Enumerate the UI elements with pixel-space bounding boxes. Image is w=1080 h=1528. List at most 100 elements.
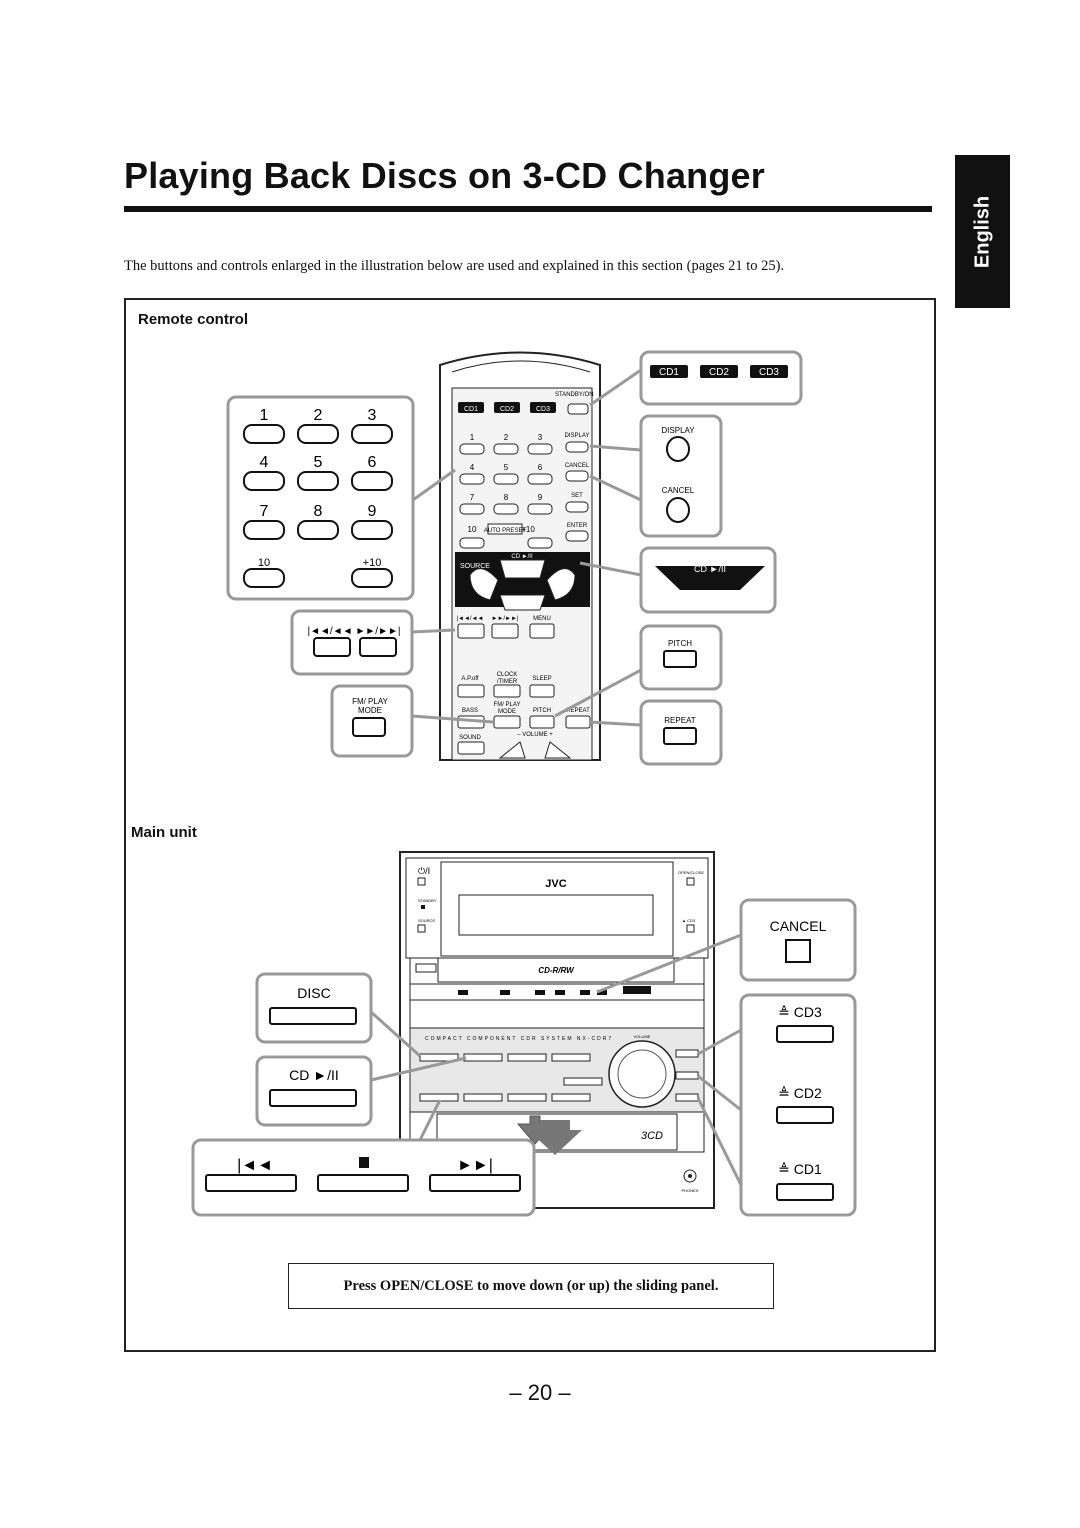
title-rule: [124, 206, 932, 212]
svg-text:9: 9: [368, 503, 377, 520]
svg-text:5: 5: [504, 463, 509, 472]
svg-text:REPEAT: REPEAT: [566, 708, 590, 714]
svg-text:CANCEL: CANCEL: [565, 463, 590, 469]
eject-cd3-label: ≜ CD3: [778, 1004, 822, 1020]
svg-text:OPEN/CLOSE: OPEN/CLOSE: [678, 870, 704, 875]
main-unit-section-label: Main unit: [131, 824, 197, 841]
svg-text:/TIMER: /TIMER: [497, 679, 518, 685]
remote-cd2-label: CD2: [500, 406, 514, 413]
svg-text:|◄◄/◄◄: |◄◄/◄◄: [308, 626, 353, 637]
svg-text:BASS: BASS: [462, 708, 478, 714]
cancel-main-label: CANCEL: [770, 918, 827, 934]
svg-text:MODE: MODE: [498, 709, 516, 715]
svg-text:STANDBY/ON: STANDBY/ON: [555, 392, 594, 398]
svg-text:PHONES: PHONES: [682, 1188, 699, 1193]
svg-text:5: 5: [314, 454, 323, 471]
remote-numpad: 1 2 3 4 5 6 7 8 9 10 +10 AUTO PRESET: [459, 433, 553, 549]
svg-text:CD ►/II: CD ►/II: [694, 564, 726, 574]
remote-menu: [529, 623, 555, 639]
remote-cd-play-button: [499, 559, 546, 579]
svg-text:+10: +10: [521, 525, 535, 534]
svg-text:2: 2: [314, 407, 323, 424]
svg-text:8: 8: [504, 493, 509, 502]
remote-right-column: DISPLAY CANCEL SET ENTER: [565, 433, 590, 542]
eject-cd1-label: ≜ CD1: [778, 1161, 822, 1177]
page-title: Playing Back Discs on 3-CD Changer: [124, 155, 765, 196]
svg-text:4: 4: [470, 463, 475, 472]
svg-text:9: 9: [538, 493, 543, 502]
svg-text:FM/ PLAY: FM/ PLAY: [352, 697, 389, 706]
remote-cd-buttons: CD1 CD2 CD3: [458, 402, 556, 413]
display-cancel-callout: [639, 414, 723, 538]
svg-text:1: 1: [470, 433, 475, 442]
main-3cd-logo: 3CD: [641, 1130, 663, 1142]
svg-text:►►|: ►►|: [457, 1157, 493, 1174]
svg-text:6: 6: [538, 463, 543, 472]
svg-text:10: 10: [468, 525, 477, 534]
disc-callout-label: DISC: [297, 985, 330, 1001]
numpad-callout: [226, 395, 415, 601]
svg-text:►►/►►|: ►►/►►|: [492, 616, 519, 622]
svg-text:PITCH: PITCH: [668, 639, 692, 648]
remote-skip-fwd: [491, 623, 519, 639]
svg-text:SET: SET: [571, 493, 583, 499]
svg-text:SOURCE: SOURCE: [418, 918, 435, 923]
svg-text:CLOCK: CLOCK: [497, 672, 518, 678]
svg-text:|◄◄/◄◄: |◄◄/◄◄: [457, 616, 484, 622]
svg-text:– VOLUME +: – VOLUME +: [517, 732, 553, 738]
svg-text:7: 7: [260, 503, 269, 520]
svg-text:10: 10: [258, 557, 270, 569]
svg-text:⏻/I: ⏻/I: [418, 866, 430, 876]
svg-text:PITCH: PITCH: [533, 708, 551, 714]
svg-text:6: 6: [368, 454, 377, 471]
svg-text:►►/►►|: ►►/►►|: [356, 626, 401, 637]
cd3-callout-label: CD3: [759, 367, 779, 378]
svg-text:7: 7: [470, 493, 475, 502]
illustration-frame: [124, 298, 936, 1352]
svg-text:|◄◄: |◄◄: [237, 1157, 273, 1174]
skip-callout: [290, 609, 414, 676]
sliding-panel-note: Press OPEN/CLOSE to move down (or up) th…: [288, 1263, 774, 1309]
page-number: – 20 –: [509, 1380, 571, 1405]
svg-text:MODE: MODE: [358, 706, 382, 715]
remote-source-label: SOURCE: [460, 563, 490, 570]
svg-text:A.P.off: A.P.off: [461, 676, 478, 682]
cd-play-main-label: CD ►/II: [289, 1067, 339, 1083]
svg-text:SLEEP: SLEEP: [532, 676, 551, 682]
svg-text:▲ CD3: ▲ CD3: [682, 918, 696, 923]
cd1-callout-label: CD1: [659, 367, 679, 378]
svg-text:AUTO PRESET: AUTO PRESET: [484, 528, 527, 534]
eject-main-callout: [739, 993, 857, 1217]
numpad-callout-keys: 1 2 3 4 5 6 7 8 9 10 +10: [243, 407, 393, 588]
main-unit-brand: JVC: [545, 878, 566, 890]
intro-paragraph: The buttons and controls enlarged in the…: [124, 258, 785, 274]
svg-text:DISPLAY: DISPLAY: [661, 426, 695, 435]
svg-text:ENTER: ENTER: [567, 523, 588, 529]
svg-text:CANCEL: CANCEL: [662, 486, 695, 495]
svg-text:SOUND: SOUND: [459, 735, 481, 741]
remote-cd1-label: CD1: [464, 406, 478, 413]
svg-text:REPEAT: REPEAT: [664, 716, 696, 725]
main-system-text: COMPACT COMPONENT CDR SYSTEM NX-CDR7: [425, 1036, 613, 1042]
svg-text:CD ►/II: CD ►/II: [511, 554, 533, 560]
remote-standby-button: [567, 403, 589, 415]
svg-text:MENU: MENU: [533, 616, 551, 622]
language-tab: English: [955, 155, 1010, 308]
remote-skip-back: [457, 623, 485, 639]
cd2-callout-label: CD2: [709, 367, 729, 378]
svg-text:1: 1: [260, 407, 269, 424]
cdrw-logo: CD-R/RW: [538, 966, 575, 975]
svg-text:VOLUME: VOLUME: [634, 1034, 651, 1039]
svg-text:8: 8: [314, 503, 323, 520]
svg-text:FM/ PLAY: FM/ PLAY: [494, 702, 521, 708]
svg-text:+10: +10: [363, 557, 382, 569]
remote-cd3-label: CD3: [536, 406, 550, 413]
svg-text:4: 4: [260, 454, 269, 471]
svg-text:DISPLAY: DISPLAY: [565, 433, 590, 439]
eject-cd2-label: ≜ CD2: [778, 1085, 822, 1101]
svg-text:3: 3: [368, 407, 377, 424]
svg-text:3: 3: [538, 433, 543, 442]
svg-text:2: 2: [504, 433, 509, 442]
remote-section-label: Remote control: [138, 311, 249, 328]
